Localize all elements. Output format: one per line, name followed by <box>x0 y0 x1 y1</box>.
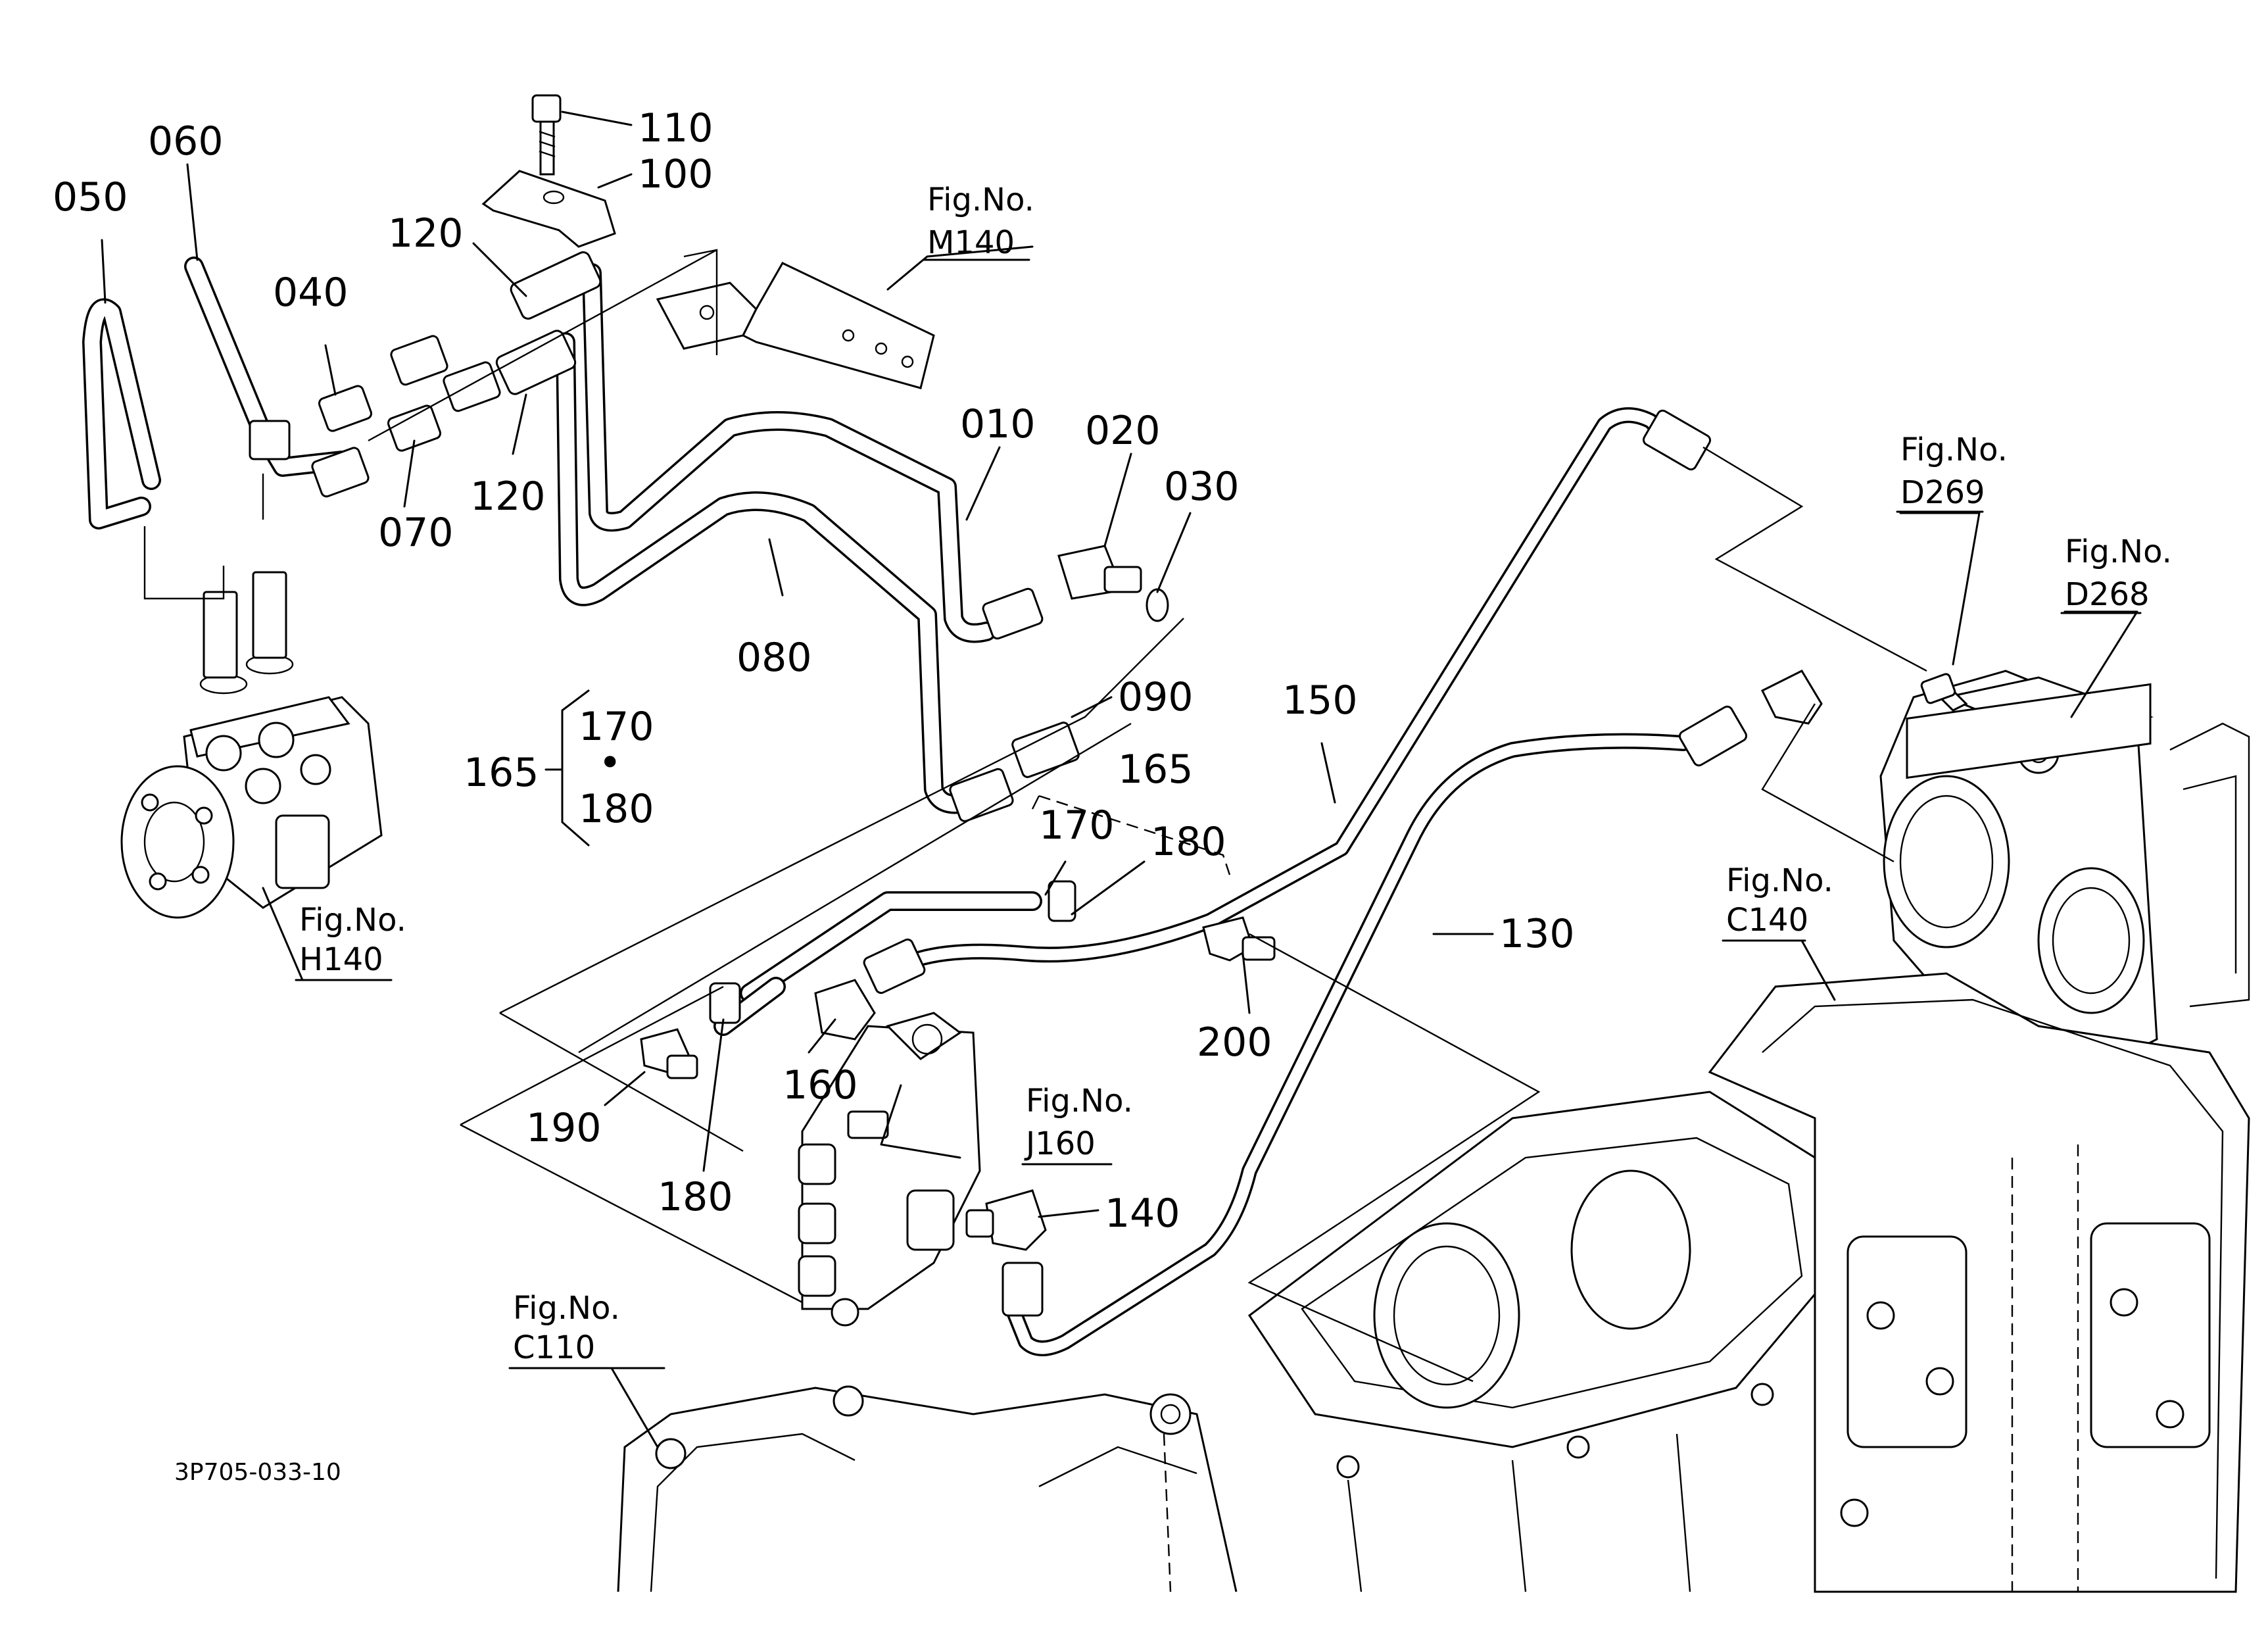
fig-ref-c140: Fig.No. C140 <box>1722 862 1833 942</box>
fig-ref-c110: Fig.No. C110 <box>508 1290 620 1369</box>
fig-ref-m140: Fig.No. M140 <box>923 182 1034 261</box>
fig-ref-h140-code: H140 <box>299 941 383 978</box>
elbow-160 <box>814 938 926 1041</box>
fig-ref-c110-label: Fig.No. <box>513 1290 620 1327</box>
callout-100: 100 <box>638 151 713 197</box>
pipe-130 <box>1005 722 1731 1356</box>
callout-110: 110 <box>638 105 713 151</box>
callout-170-group: 170 <box>579 704 654 750</box>
fig-ref-m140-label: Fig.No. <box>927 182 1034 218</box>
fig-ref-h140-label: Fig.No. <box>299 902 406 939</box>
callout-180-left: 180 <box>658 1174 733 1220</box>
sleeve-120-lower <box>495 330 577 395</box>
callout-120-upper: 120 <box>388 210 464 257</box>
fitting-040 <box>318 385 373 432</box>
fig-ref-c110-code: C110 <box>513 1329 595 1366</box>
group-bracket-165-left <box>544 689 590 847</box>
callout-040: 040 <box>273 270 349 316</box>
housing-c140 <box>1708 972 2250 1593</box>
bracket-100 <box>481 170 616 248</box>
elbow-020 <box>982 545 1142 640</box>
callout-010: 010 <box>960 401 1036 447</box>
elbow-140 <box>965 1189 1047 1317</box>
pipe-150 <box>880 407 1672 981</box>
callout-200: 200 <box>1197 1020 1272 1066</box>
callout-020: 020 <box>1085 408 1161 454</box>
callout-150: 150 <box>1282 677 1358 724</box>
housing-center <box>1247 1091 1843 1592</box>
fig-ref-j160: Fig.No. J160 <box>1021 1083 1133 1166</box>
callout-030: 030 <box>1164 464 1240 510</box>
sleeve-120-upper <box>510 251 602 320</box>
diagram-code: 3P705-033-10 <box>174 1459 341 1486</box>
callout-170: 170 <box>1039 802 1115 848</box>
pipe-050 <box>82 298 161 529</box>
callout-120-lower: 120 <box>470 474 546 520</box>
callout-group-separator: • <box>598 740 621 786</box>
callout-090: 090 <box>1118 674 1194 720</box>
pipe-nut-130-top <box>1678 670 1823 767</box>
leader-lines <box>101 111 2138 1448</box>
hose-170-upper <box>740 891 1042 1003</box>
callout-070: 070 <box>378 510 454 556</box>
clamp-180-right <box>1048 880 1076 922</box>
fig-ref-j160-label: Fig.No. <box>1026 1083 1133 1119</box>
fitting-d269 <box>1920 673 1956 704</box>
fig-ref-j160-code: J160 <box>1024 1125 1096 1162</box>
housing-c110 <box>617 1385 1238 1592</box>
fig-ref-d268-label: Fig.No. <box>2065 533 2172 570</box>
bracket-m140 <box>656 262 935 389</box>
pipe-010 <box>582 263 996 643</box>
callout-060: 060 <box>148 118 224 164</box>
callout-080: 080 <box>736 635 812 681</box>
callout-050: 050 <box>53 174 128 220</box>
alignment-lines <box>143 249 1927 1383</box>
fig-ref-d269: Fig.No. D269 <box>1896 431 2008 513</box>
callout-160: 160 <box>783 1062 858 1108</box>
fitting-090 <box>949 722 1080 822</box>
callout-165-right: 165 <box>1118 747 1194 793</box>
steering-unit-h140 <box>120 571 383 919</box>
fig-ref-d269-label: Fig.No. <box>1900 431 2008 468</box>
bolt-110 <box>531 94 562 176</box>
callout-180-group: 180 <box>579 786 654 832</box>
fig-ref-m140-code: M140 <box>927 224 1015 261</box>
housing-right-edge <box>2169 722 2250 1008</box>
callout-190: 190 <box>526 1105 602 1151</box>
pipe-080 <box>556 332 977 814</box>
callout-165-left: 165 <box>464 750 539 796</box>
fig-ref-d269-code: D269 <box>1900 474 1985 511</box>
fig-ref-h140: Fig.No. H140 <box>295 902 406 981</box>
o-ring-030 <box>1146 588 1169 622</box>
fitting-070 <box>387 405 442 452</box>
fig-ref-d268-code: D268 <box>2065 576 2150 613</box>
clamp-180-left <box>709 982 741 1024</box>
control-valve-j160 <box>798 1012 981 1327</box>
callout-140: 140 <box>1105 1191 1180 1237</box>
elbow-200 <box>1202 916 1276 962</box>
fig-ref-c140-code: C140 <box>1726 902 1808 939</box>
pipe-nut-150-top <box>1642 409 1712 471</box>
elbow-190 <box>640 1028 698 1079</box>
callout-180-right: 180 <box>1151 819 1226 865</box>
pipe-nut-upper <box>390 335 501 412</box>
pipe-nut-left <box>249 420 370 498</box>
fig-ref-c140-label: Fig.No. <box>1726 862 1833 899</box>
fig-ref-d268: Fig.No. D268 <box>2060 533 2172 614</box>
callout-130: 130 <box>1499 911 1575 957</box>
